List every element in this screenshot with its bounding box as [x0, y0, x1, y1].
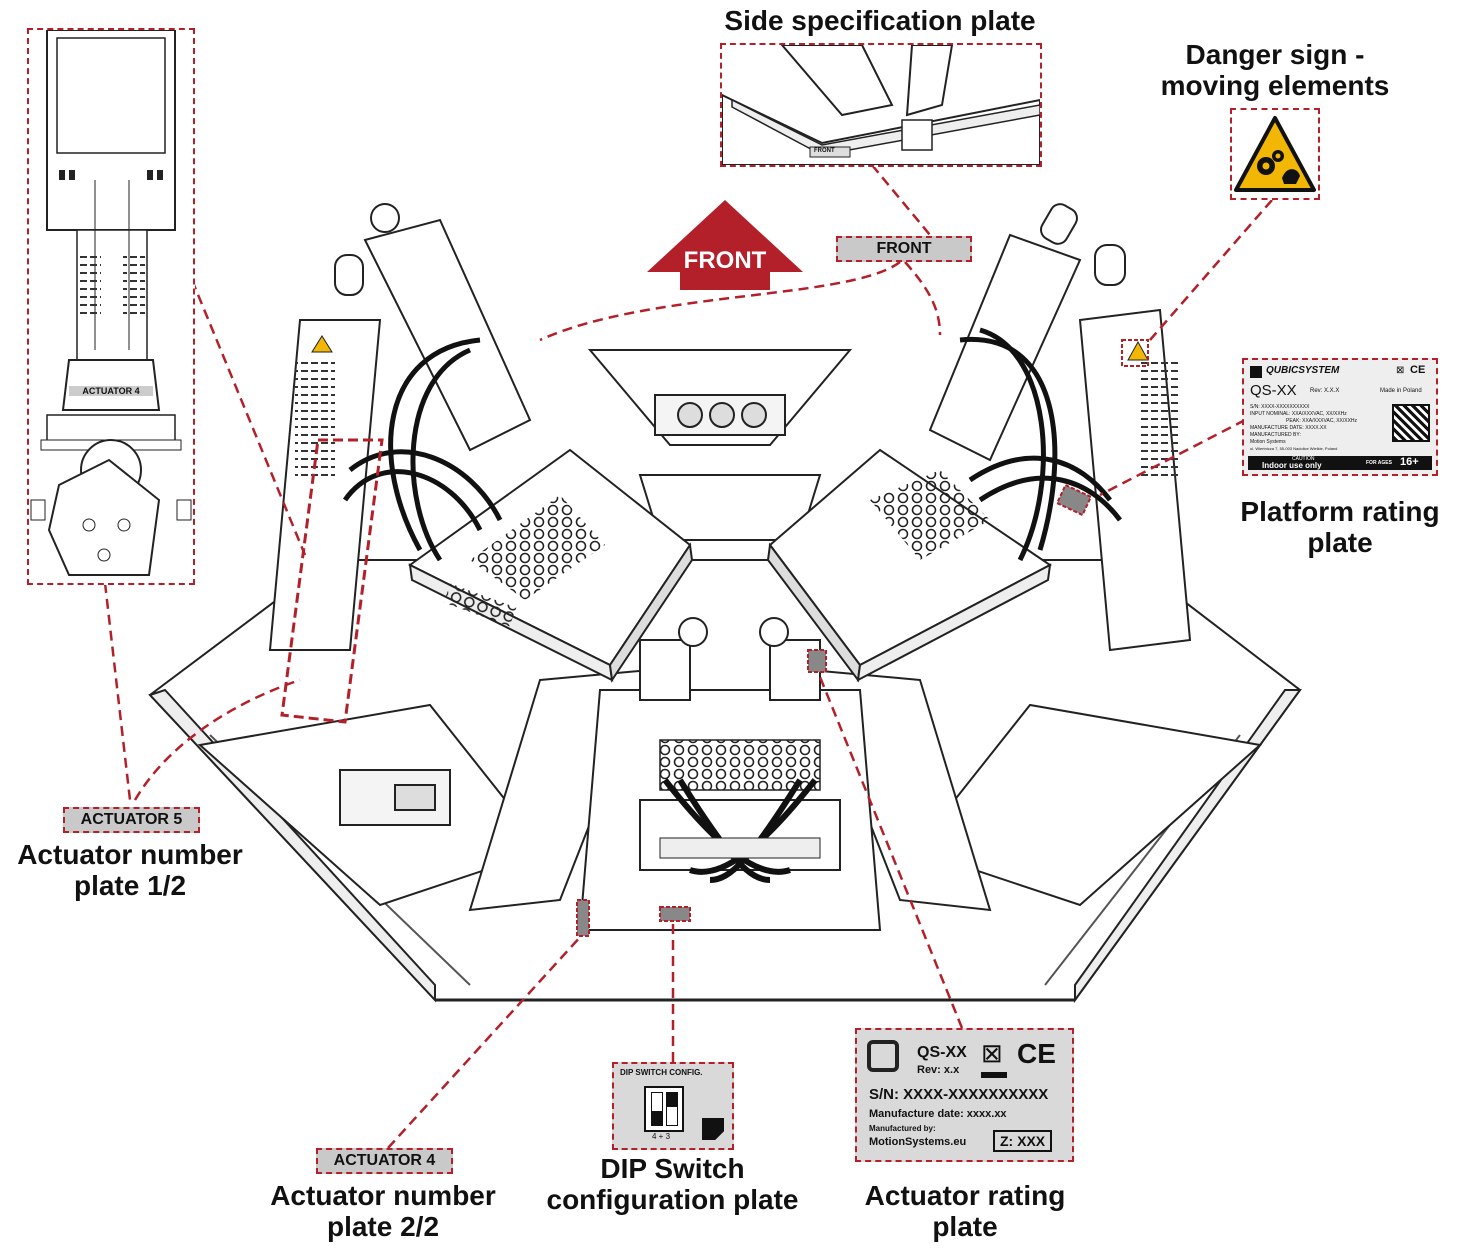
warning-triangle-icon: [1234, 116, 1316, 192]
actuator-number-1-title-line2: plate 1/2: [73, 870, 187, 901]
platform-rating-plate: QUBICSYSTEM ⊠ CE QS-XX Rev: X.X.X Made i…: [1242, 358, 1438, 476]
left-control-box: [408, 448, 694, 683]
actuator4-plate-marker: [576, 899, 590, 937]
actuator-plate-model: QS-XX: [917, 1044, 967, 1061]
actuator-rating-title-line1: Actuator rating: [864, 1180, 1066, 1211]
dip-plate-title: DIP SWITCH CONFIG.: [620, 1068, 703, 1077]
platform-address: ul. Wiertnicza 7, 55-003 Nadolice Wielki…: [1250, 446, 1338, 451]
platform-caution-bar: CAUTION Indoor use only FOR AGES 16+: [1248, 456, 1432, 470]
actuator5-chip: ACTUATOR 5: [63, 807, 200, 833]
platform-ce: CE: [1410, 364, 1426, 376]
motion-systems-logo-icon: [702, 1118, 724, 1140]
danger-title-line2: moving elements: [1160, 70, 1390, 101]
actuator-plate-rev: Rev: x.x: [917, 1064, 960, 1076]
danger-sign-box: [1230, 108, 1320, 200]
actuator-logo-icon: [867, 1040, 899, 1072]
platform-input: INPUT NOMINAL: XXA/XXXVAC, XX/XXHz: [1250, 411, 1347, 417]
qr-code-icon: [1392, 404, 1430, 442]
platform-rating-marker: [1055, 483, 1093, 517]
platform-peak: PEAK: XXA/XXXVAC, XX/XXHz: [1286, 418, 1358, 424]
right-control-box: [766, 448, 1052, 683]
actuator5-region: [280, 438, 384, 724]
danger-sign-marker: [1121, 339, 1149, 367]
actuator-plate-date: Manufacture date: xxxx.xx: [869, 1108, 1007, 1120]
cables: [342, 327, 1122, 562]
danger-title-line1: Danger sign -: [1185, 39, 1365, 70]
platform-company: Motion Systems: [1250, 439, 1286, 445]
platform-date: MANUFACTURE DATE: XXXX.XX: [1250, 425, 1327, 431]
weee-icon: ⊠: [1396, 365, 1405, 376]
actuator-number-2-title-line1: Actuator number: [270, 1180, 496, 1211]
platform-for-ages: FOR AGES: [1366, 460, 1392, 466]
actuator-rating-title-line2: plate: [932, 1211, 998, 1242]
weee-bin-icon: ⊠: [981, 1038, 1003, 1068]
front-chip: FRONT: [836, 236, 972, 262]
platform-manufactured-by: MANUFACTURED BY:: [1250, 432, 1301, 438]
dip-switch-plate: DIP SWITCH CONFIG. 4 + 3: [612, 1062, 734, 1150]
dip-title-line2: configuration plate: [546, 1184, 799, 1215]
actuator-plate-sn: S/N: XXXX-XXXXXXXXXX: [869, 1086, 1049, 1103]
platform-caution: CAUTION: [1292, 456, 1315, 462]
platform-rev: Rev: X.X.X: [1310, 388, 1340, 394]
actuator-plate-company: MotionSystems.eu: [869, 1136, 967, 1148]
actuator-plate-z: Z: XXX: [993, 1130, 1053, 1152]
side-spec-title: Side specification plate: [724, 5, 1036, 36]
platform-made-in: Made in Poland: [1380, 388, 1422, 394]
actuator-plate-manufactured-by: Manufactured by:: [869, 1124, 936, 1133]
central-box: [639, 739, 841, 883]
platform-rating-title-line2: plate: [1307, 527, 1373, 558]
platform-model: QS-XX: [1250, 382, 1297, 399]
platform-sn: S/N: XXXX-XXXXXXXXXX: [1250, 404, 1310, 410]
actuator4-chip: ACTUATOR 4: [316, 1148, 453, 1174]
lower-frame: [197, 668, 1263, 931]
actuator-plate-bar: [981, 1072, 1007, 1078]
actuator-rating-marker: [807, 649, 827, 673]
actuator4-inset: ACTUATOR 4: [27, 28, 195, 585]
side-spec-plate-text: FRONT: [814, 148, 835, 154]
actuator4-inset-label: ACTUATOR 4: [69, 386, 153, 396]
qubic-logo-icon: [1250, 366, 1262, 378]
actuator-number-1-title-line1: Actuator number: [17, 839, 243, 870]
leader-lines: [103, 164, 1273, 1149]
dip-plate-value: 4 + 3: [652, 1132, 671, 1141]
platform-age: 16+: [1400, 456, 1419, 468]
platform-indoor: Indoor use only: [1262, 461, 1322, 470]
dip-plate-marker: [659, 906, 691, 922]
actuator-rating-plate: QS-XX Rev: x.x ⊠ CE S/N: XXXX-XXXXXXXXXX…: [855, 1028, 1074, 1162]
dip-switch-icon: [644, 1086, 684, 1132]
side-spec-detail: FRONT: [720, 43, 1042, 167]
actuator-plate-ce: CE: [1017, 1038, 1056, 1069]
side-spec-illustration: [722, 45, 1040, 165]
actuator4-inset-illustration: [30, 30, 192, 576]
front-arrow-label: FRONT: [683, 247, 767, 274]
dip-switch-2: [666, 1092, 678, 1126]
front-arrow: [647, 200, 803, 290]
actuator-number-2-title-line2: plate 2/2: [326, 1211, 440, 1242]
dip-switch-1: [651, 1092, 663, 1126]
platform-rating-title-line1: Platform rating: [1240, 496, 1440, 527]
upper-frame: [587, 349, 853, 541]
platform-brand: QUBICSYSTEM: [1266, 365, 1340, 376]
dip-title-line1: DIP Switch: [600, 1153, 745, 1184]
